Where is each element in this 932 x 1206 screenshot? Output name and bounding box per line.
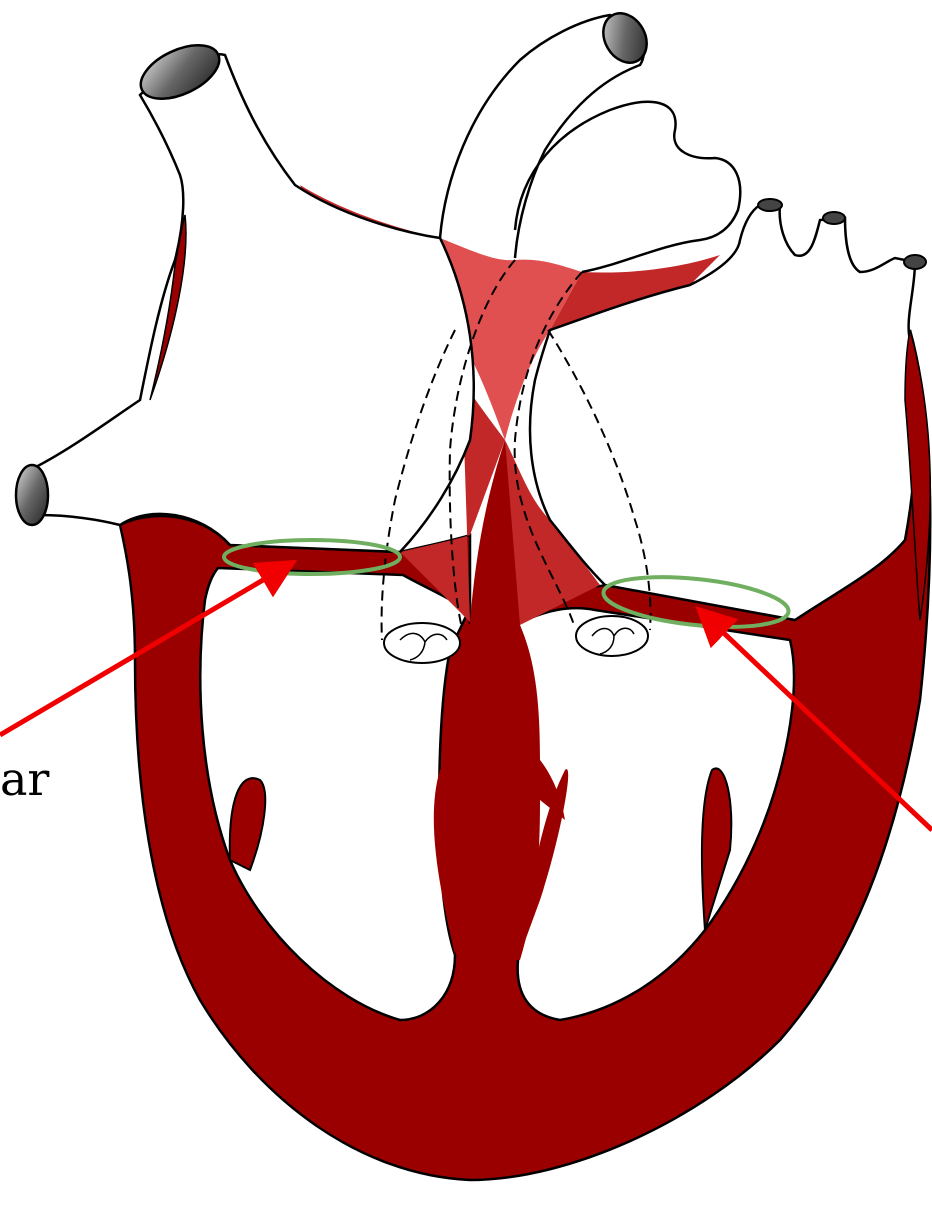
left-label: ar	[0, 752, 49, 806]
pulmonary-vein-opening-2	[823, 212, 845, 224]
pulmonary-valve	[384, 623, 460, 663]
right-atrium	[28, 54, 474, 552]
pulmonary-vein-opening-1	[758, 199, 782, 211]
inferior-vena-cava-opening	[16, 465, 48, 525]
aortic-valve	[576, 616, 648, 656]
pulmonary-vein-opening-3	[904, 255, 926, 269]
pulmonary-trunk	[515, 102, 740, 272]
left-atrium	[530, 205, 916, 620]
